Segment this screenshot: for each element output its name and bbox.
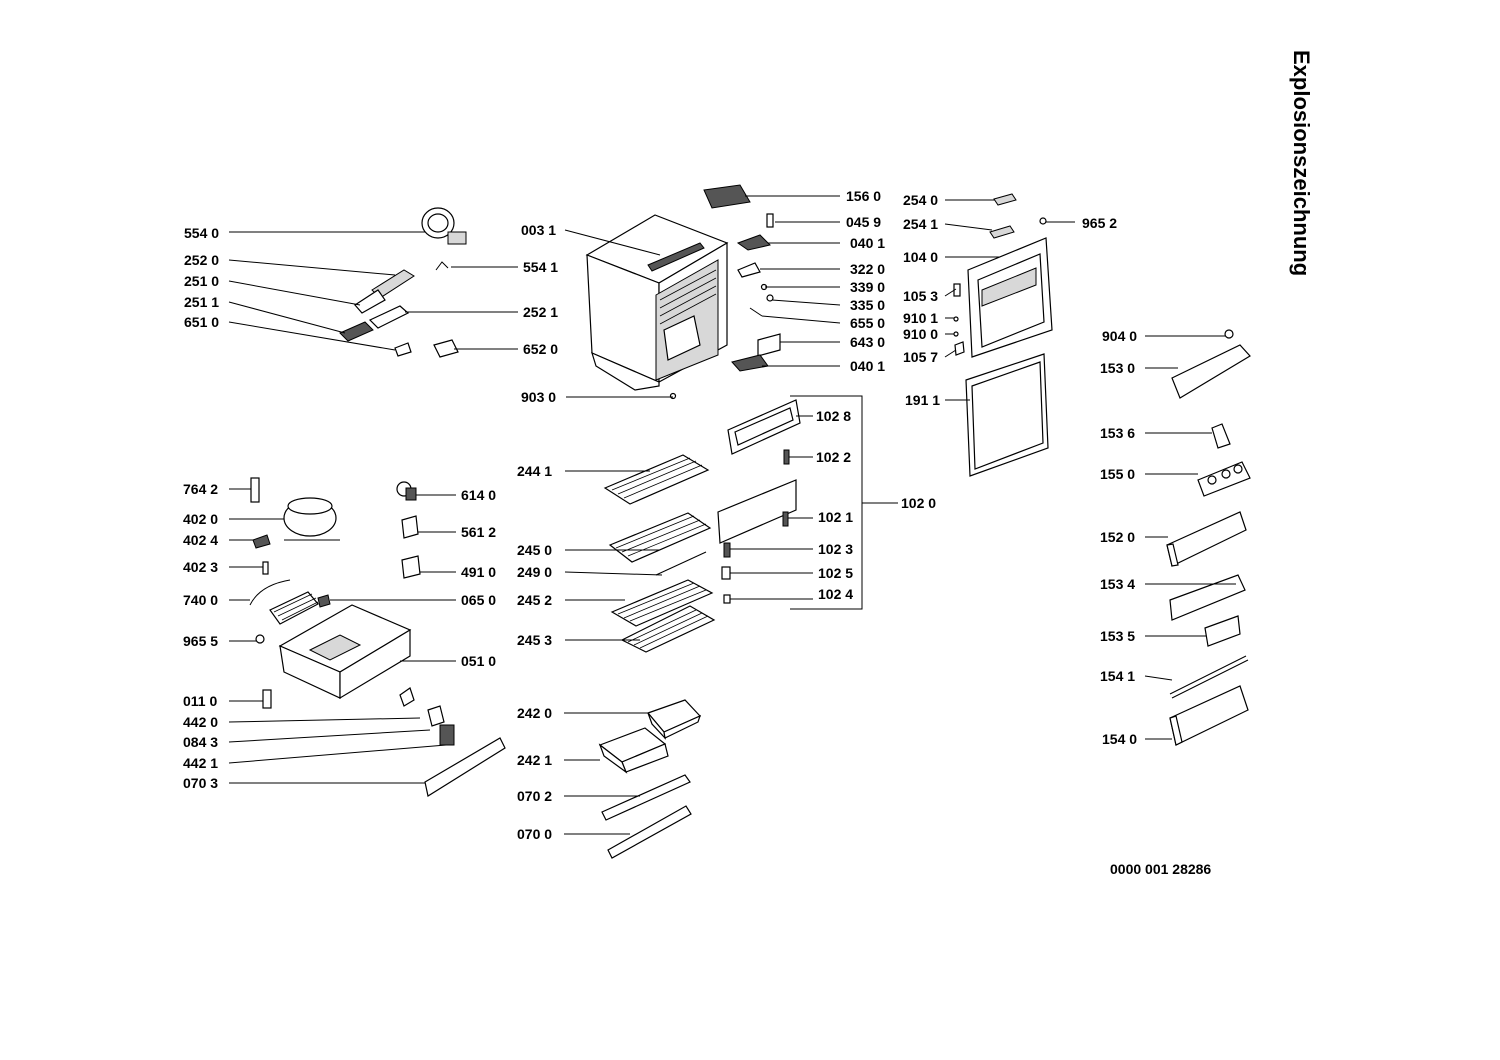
- callout-4421: 442 1: [183, 755, 218, 771]
- callout-1550: 155 0: [1100, 466, 1135, 482]
- door-assembly: [953, 193, 1053, 358]
- callout-1911: 191 1: [905, 392, 940, 408]
- callout-1520: 152 0: [1100, 529, 1135, 545]
- callout-3220: 322 0: [850, 261, 885, 277]
- top-hardware: [669, 184, 781, 400]
- callout-1020: 102 0: [901, 495, 936, 511]
- callout-0401-a: 040 1: [850, 235, 885, 251]
- callout-0510: 051 0: [461, 653, 496, 669]
- trim-strips: [424, 737, 692, 859]
- callout-0031: 003 1: [521, 222, 556, 238]
- callout-labels: 554 0 252 0 251 0 251 1 651 0 003 1 554 …: [183, 188, 1137, 842]
- callout-7400: 740 0: [183, 592, 218, 608]
- callout-9652: 965 2: [1082, 215, 1117, 231]
- callout-0703: 070 3: [183, 775, 218, 791]
- callout-0459: 045 9: [846, 214, 881, 230]
- callout-9040: 904 0: [1102, 328, 1137, 344]
- callout-1022: 102 2: [816, 449, 851, 465]
- fan-ring: [421, 207, 467, 245]
- callout-5541: 554 1: [523, 259, 558, 275]
- callout-0702: 070 2: [517, 788, 552, 804]
- callout-2520: 252 0: [184, 252, 219, 268]
- callout-1024: 102 4: [818, 586, 853, 602]
- callout-6520: 652 0: [523, 341, 558, 357]
- diagram-title: Explosionszeichnung: [1289, 50, 1314, 276]
- callout-0110: 011 0: [183, 693, 217, 709]
- callout-3350: 335 0: [850, 297, 885, 313]
- callout-3390: 339 0: [850, 279, 885, 295]
- callout-2453: 245 3: [517, 632, 552, 648]
- callout-4910: 491 0: [461, 564, 496, 580]
- leader-lines: [228, 195, 1236, 835]
- callout-9655: 965 5: [183, 633, 218, 649]
- callout-5612: 561 2: [461, 524, 496, 540]
- callout-4024: 402 4: [183, 532, 218, 548]
- callout-1535: 153 5: [1100, 628, 1135, 644]
- condenser-coil: [249, 579, 331, 625]
- callout-2452: 245 2: [517, 592, 552, 608]
- callout-1560: 156 0: [846, 188, 881, 204]
- cabinet-body: [585, 214, 729, 391]
- callout-5540: 554 0: [184, 225, 219, 241]
- callout-4420: 442 0: [183, 714, 218, 730]
- callout-1536: 153 6: [1100, 425, 1135, 441]
- callout-9101: 910 1: [903, 310, 938, 326]
- callout-9030: 903 0: [521, 389, 556, 405]
- callout-6140: 614 0: [461, 487, 496, 503]
- callout-1057: 105 7: [903, 349, 938, 365]
- callout-1021: 102 1: [818, 509, 853, 525]
- crisper-drawers: [598, 699, 702, 774]
- callout-1023: 102 3: [818, 541, 853, 557]
- callout-2540: 254 0: [903, 192, 938, 208]
- base-tray: [255, 604, 412, 709]
- callout-6430: 643 0: [850, 334, 885, 350]
- callout-1530: 153 0: [1100, 360, 1135, 376]
- callout-1053: 105 3: [903, 288, 938, 304]
- callout-2441: 244 1: [517, 463, 552, 479]
- callout-1540: 154 0: [1102, 731, 1137, 747]
- callout-2521: 252 1: [523, 304, 558, 320]
- callout-1534: 153 4: [1100, 576, 1135, 592]
- callout-1025: 102 5: [818, 565, 853, 581]
- electrical-parts: [396, 481, 455, 746]
- callout-7642: 764 2: [183, 481, 218, 497]
- callout-0700: 070 0: [517, 826, 552, 842]
- thermostat-parts: [339, 261, 459, 358]
- shelves: [603, 454, 716, 653]
- callout-2541: 254 1: [903, 216, 938, 232]
- part-drawings: [249, 184, 1251, 859]
- drawing-number: 0000 001 28286: [1110, 861, 1211, 877]
- callout-0401-b: 040 1: [850, 358, 885, 374]
- callout-9100: 910 0: [903, 326, 938, 342]
- callout-6550: 655 0: [850, 315, 885, 331]
- callout-2511: 251 1: [184, 294, 219, 310]
- callout-2420: 242 0: [517, 705, 552, 721]
- door-gasket: [965, 353, 1049, 477]
- callout-1028: 102 8: [816, 408, 851, 424]
- callout-1541: 154 1: [1100, 668, 1135, 684]
- callout-2510: 251 0: [184, 273, 219, 289]
- freezer-compartment-parts: [717, 399, 801, 604]
- callout-1040: 104 0: [903, 249, 938, 265]
- callout-4020: 402 0: [183, 511, 218, 527]
- door-shelves: [1166, 329, 1251, 746]
- callout-4023: 402 3: [183, 559, 218, 575]
- callout-6510: 651 0: [184, 314, 219, 330]
- compressor-assembly: [250, 477, 340, 575]
- callout-2490: 249 0: [517, 564, 552, 580]
- callout-0650: 065 0: [461, 592, 496, 608]
- callout-2421: 242 1: [517, 752, 552, 768]
- callout-0843: 084 3: [183, 734, 218, 750]
- callout-2450: 245 0: [517, 542, 552, 558]
